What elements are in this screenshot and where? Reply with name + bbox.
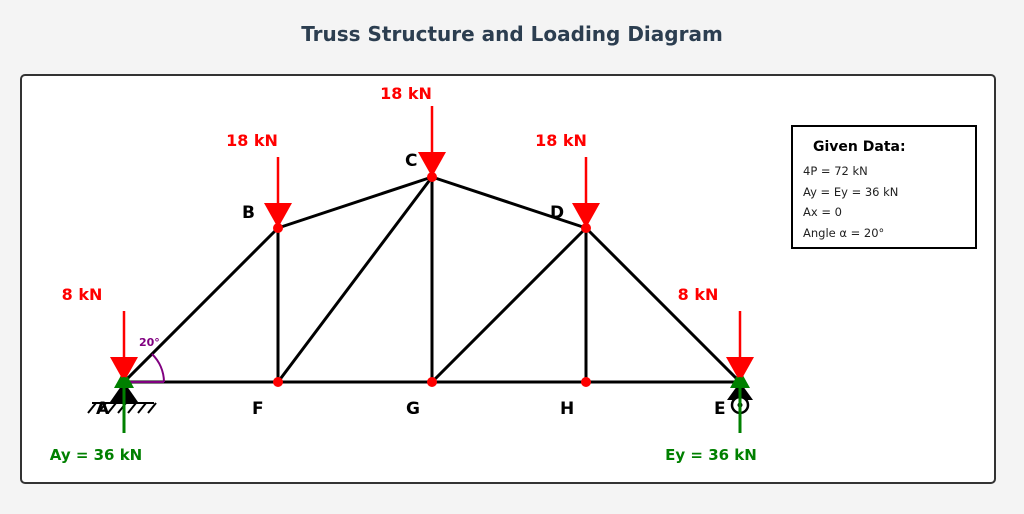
node-label-F: F [252,399,264,419]
given-data-line: 4P = 72 kN [803,164,868,178]
member-CD [430,175,588,230]
member-BC [276,175,434,230]
given-data-line: Ay = Ey = 36 kN [803,184,899,199]
node-label-B: B [242,203,255,223]
load-arrow-C [418,106,446,177]
load-labels: 8 kN 18 kN 18 kN 18 kN 8 kN [62,84,719,304]
member-AB [122,226,280,384]
truss-members [122,175,742,384]
joint-B [273,223,283,233]
joint-C [427,172,437,182]
angle-label: 20° [139,336,160,349]
loads [110,106,754,382]
reaction-label-Ey: Ey = 36 kN [665,446,757,464]
member-FC [276,175,434,384]
load-label-C: 18 kN [380,84,432,103]
joint-G [427,377,437,387]
load-label-E: 8 kN [678,285,719,304]
given-data-line: Ax = 0 [803,205,842,219]
load-label-A: 8 kN [62,285,103,304]
reaction-labels: Ay = 36 kN Ey = 36 kN [50,446,757,464]
load-label-B: 18 kN [226,131,278,150]
joint-H [581,377,591,387]
node-label-D: D [550,203,564,223]
node-label-H: H [560,399,574,419]
load-arrow-D [572,157,600,228]
node-label-E: E [714,399,726,419]
given-data-title: Given Data: [813,139,906,155]
joint-E [735,377,745,387]
page-title: Truss Structure and Loading Diagram [301,22,723,46]
angle-marker: 20° [124,336,165,383]
load-arrow-E [726,311,754,382]
reaction-label-Ay: Ay = 36 kN [50,446,143,464]
given-data-line: Angle α = 20° [803,225,885,240]
node-label-G: G [406,399,420,419]
given-data-box: Given Data: 4P = 72 kN Ay = Ey = 36 kN A… [791,125,977,249]
member-GD [430,226,588,384]
load-label-D: 18 kN [535,131,587,150]
joint-D [581,223,591,233]
joint-A [119,377,129,387]
joint-F [273,377,283,387]
load-arrow-B [264,157,292,228]
member-DE [584,226,742,384]
pin-support-A [87,382,157,414]
angle-arc [151,353,165,383]
node-label-C: C [405,151,417,171]
node-labels: A B C D E F G H [96,151,726,419]
load-arrow-A [110,311,138,382]
node-label-A: A [96,399,110,419]
joints [119,172,745,387]
